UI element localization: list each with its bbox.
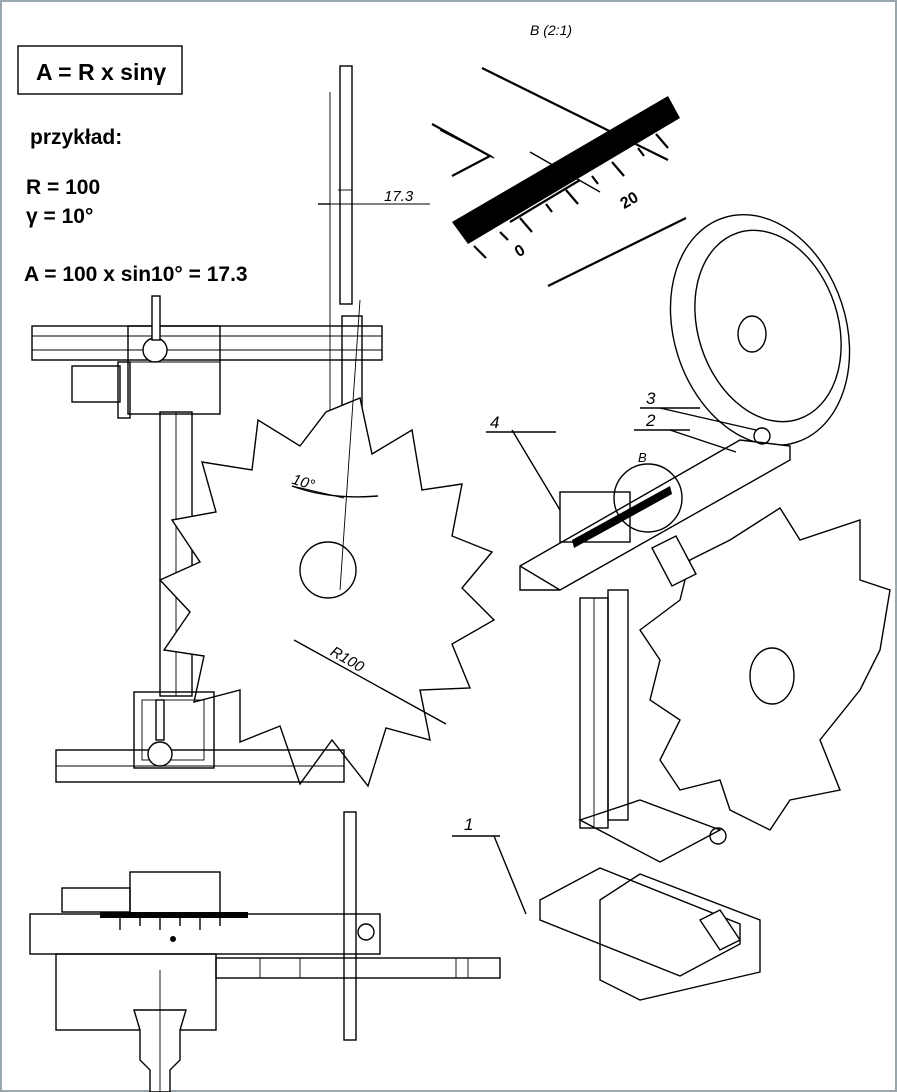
scale-zero-label: 0 [512,242,528,261]
isometric-view: 4 3 2 1 B [452,213,891,1001]
angle-dimension: 10° [290,471,317,494]
callout-part-3: 3 [646,389,656,408]
example-radius: R = 100 [26,176,100,199]
callout-part-1: 1 [464,815,473,834]
callout-part-2: 2 [645,411,656,430]
scale-twenty-label: 20 [618,189,642,213]
example-heading: przykład: [30,126,122,149]
detail-view-scale: 0 20 [431,67,687,287]
offset-dimension: 17.3 [384,188,414,205]
detail-mark-b: B [638,450,647,465]
front-view: 17.3 10° R100 [31,65,496,788]
top-view [29,811,501,1092]
callout-part-4: 4 [490,413,499,432]
example-result: A = 100 x sin10° = 17.3 [24,263,248,286]
formula-box: A = R x sinγ [17,45,183,95]
example-angle: γ = 10° [26,205,93,228]
formula-text: A = R x sinγ [36,59,166,85]
detail-view-label: B (2:1) [530,22,572,38]
example-calculation: przykład: R = 100 γ = 10° A = 100 x sin1… [24,126,248,286]
